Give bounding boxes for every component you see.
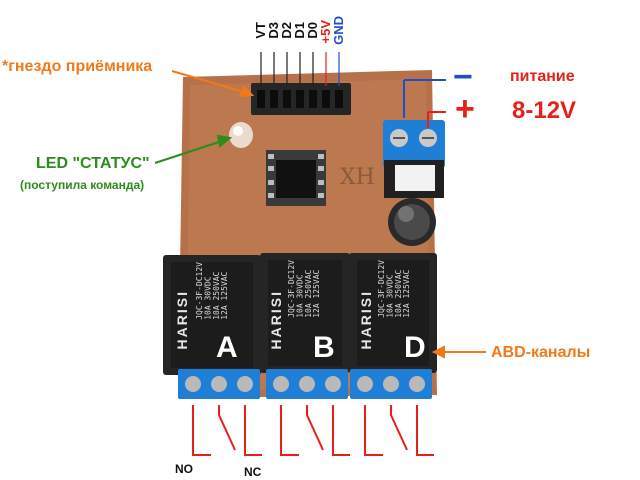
terminal-a: [178, 369, 260, 399]
terminal-d: [350, 369, 432, 399]
relay-d-spec: JQC-3F-DC12V 10A 30VDC 10A 250VAC 12A 12…: [377, 260, 412, 318]
label-led-status-note: (поступила команда): [20, 178, 145, 192]
status-led: [229, 122, 253, 148]
label-no: NO: [175, 462, 193, 476]
electrolytic-capacitor: [388, 198, 436, 246]
label-power: питание: [510, 68, 575, 85]
relay-d-body: [349, 253, 437, 373]
arrow-channels: [431, 345, 486, 359]
relay-b-spec: JQC-3F-DC12V 10A 30VDC 10A 250VAC 12A 12…: [287, 260, 322, 318]
voltage-regulator: [384, 160, 444, 198]
label-plus: +: [455, 90, 475, 128]
relay-a-body: [163, 255, 261, 375]
relay-d-brand: HARISI: [358, 290, 374, 350]
pin-lines: [260, 52, 340, 86]
relay-a-spec: JQC-3F-DC12V 10A 30VDC 10A 250VAC 12A 12…: [195, 262, 230, 320]
label-led-status: LED "СТАТУС": [36, 155, 150, 172]
label-receiver-socket: *гнездо приёмника: [2, 58, 153, 75]
power-terminal-block: [383, 120, 445, 168]
receiver-header-socket: [251, 83, 351, 115]
relay-a-brand: HARISI: [174, 290, 190, 350]
label-channels: ABD-каналы: [491, 344, 591, 361]
relay-a-letter: A: [216, 331, 238, 364]
arrow-receiver: [171, 70, 255, 98]
label-power-voltage: 8-12V: [512, 97, 577, 124]
dip-chip: [266, 150, 326, 206]
label-minus: −: [453, 58, 473, 96]
terminal-b: [266, 369, 348, 399]
relay-d-letter: D: [404, 331, 426, 364]
contact-schematic: [192, 405, 434, 456]
relay-b-letter: B: [313, 331, 335, 364]
arrow-led: [154, 134, 233, 164]
relay-b-body: [260, 253, 350, 373]
pcb-mark: XH: [340, 165, 375, 190]
relay-b-brand: HARISI: [268, 290, 284, 350]
label-nc: NC: [244, 465, 262, 479]
pin-label-gnd: GND: [331, 16, 346, 45]
